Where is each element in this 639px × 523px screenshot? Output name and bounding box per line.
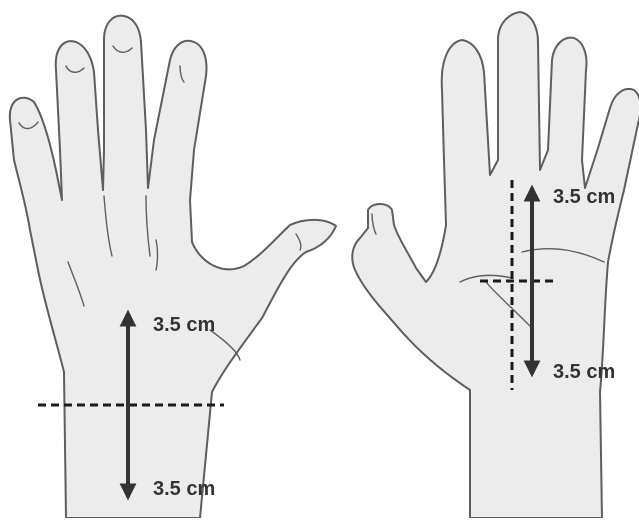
right-distal-label: 3.5 cm xyxy=(553,186,615,208)
left-hand-outline xyxy=(10,16,336,518)
left-proximal-label: 3.5 cm xyxy=(153,314,215,336)
right-hand-outline xyxy=(352,12,639,518)
right-hand xyxy=(352,12,639,518)
left-distal-label: 3.5 cm xyxy=(153,478,215,500)
right-proximal-label: 3.5 cm xyxy=(553,361,615,383)
left-hand xyxy=(10,16,336,518)
